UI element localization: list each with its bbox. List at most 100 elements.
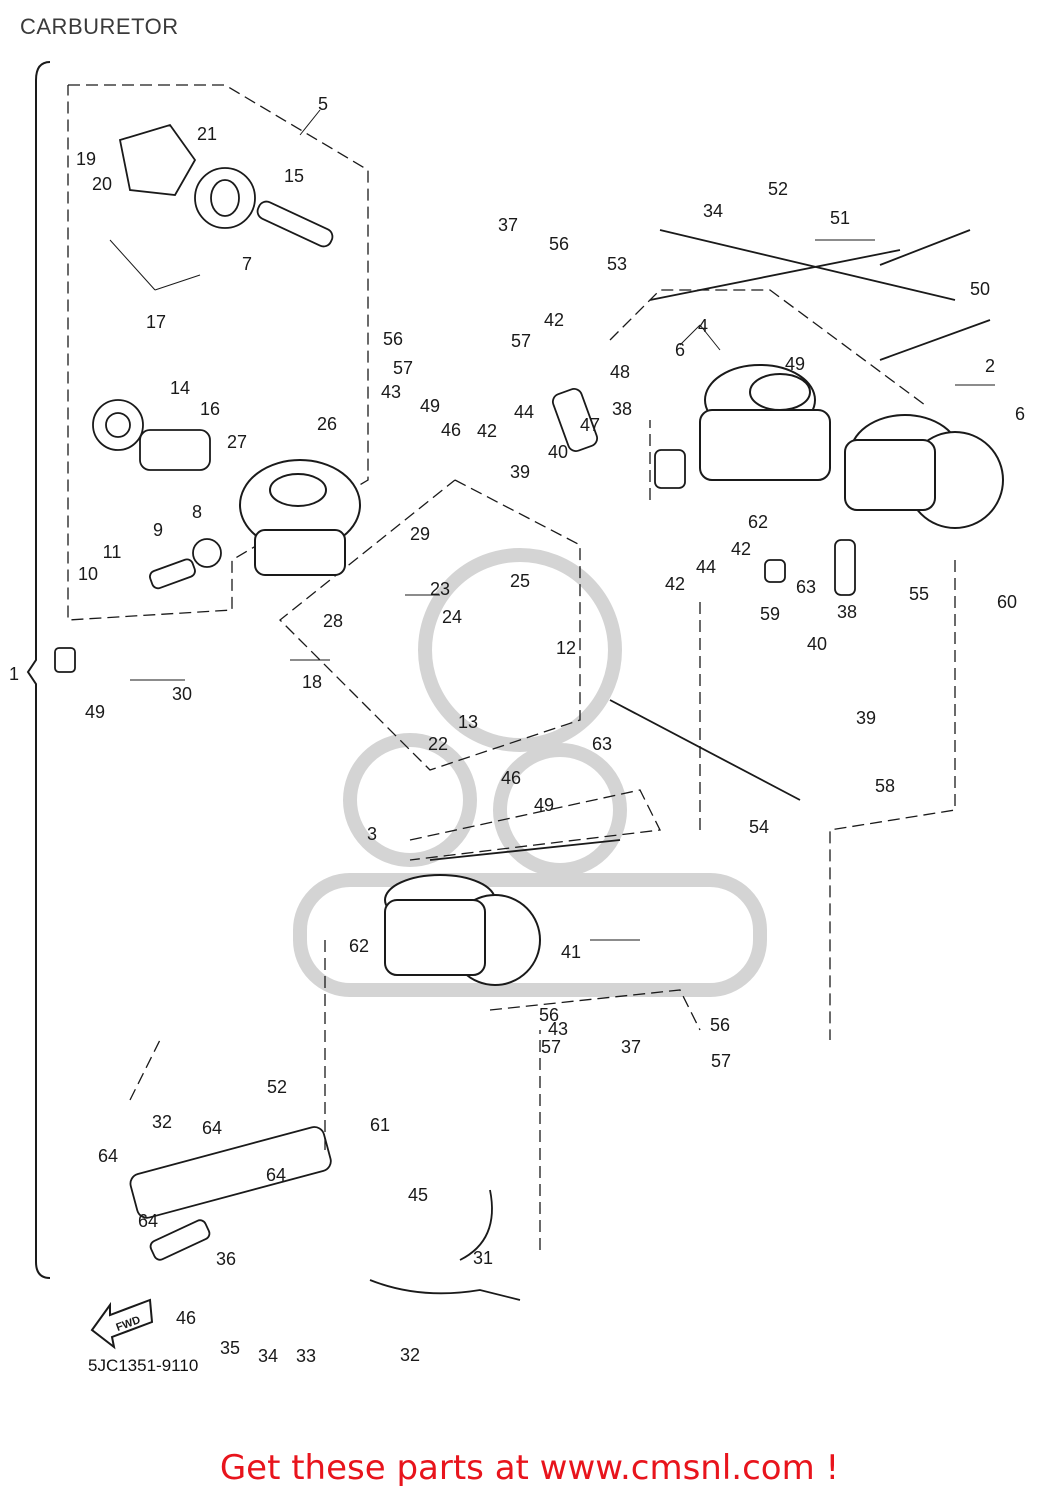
callout-58[interactable]: 58 [875,776,895,796]
callout-29[interactable]: 29 [410,524,430,544]
callout-63[interactable]: 63 [796,577,816,597]
links-and-hoses [129,229,991,1301]
callout-55[interactable]: 55 [909,584,929,604]
callout-5[interactable]: 5 [318,94,328,114]
callout-30[interactable]: 30 [172,684,192,704]
callout-34[interactable]: 34 [258,1346,278,1366]
callout-14[interactable]: 14 [170,378,190,398]
callout-25[interactable]: 25 [510,571,530,591]
callout-50[interactable]: 50 [970,279,990,299]
callout-56[interactable]: 56 [710,1015,730,1035]
callout-4[interactable]: 4 [698,316,708,336]
callout-13[interactable]: 13 [458,712,478,732]
callout-16[interactable]: 16 [200,399,220,419]
callout-49[interactable]: 49 [534,795,554,815]
callout-35[interactable]: 35 [220,1338,240,1358]
callout-7[interactable]: 7 [242,254,252,274]
callout-56[interactable]: 56 [539,1005,559,1025]
callout-10[interactable]: 10 [78,564,98,584]
callout-64[interactable]: 64 [202,1118,222,1138]
watermark-logo [293,548,767,997]
callout-56[interactable]: 56 [549,234,569,254]
callout-42[interactable]: 42 [665,574,685,594]
callout-38[interactable]: 38 [612,399,632,419]
callout-64[interactable]: 64 [98,1146,118,1166]
callout-20[interactable]: 20 [92,174,112,194]
callout-32[interactable]: 32 [400,1345,420,1365]
callout-63[interactable]: 63 [592,734,612,754]
callout-22[interactable]: 22 [428,734,448,754]
exploded-parts-diagram: FWD 123456678910111213141516171819202122… [9,61,1025,1366]
callout-59[interactable]: 59 [760,604,780,624]
callout-57[interactable]: 57 [711,1051,731,1071]
callout-42[interactable]: 42 [544,310,564,330]
callout-39[interactable]: 39 [856,708,876,728]
callout-47[interactable]: 47 [580,415,600,435]
callout-43[interactable]: 43 [548,1019,568,1039]
callout-40[interactable]: 40 [807,634,827,654]
callout-1[interactable]: 1 [9,664,19,684]
callout-44[interactable]: 44 [514,402,534,422]
diaphragm-parts [54,123,334,673]
callout-8[interactable]: 8 [192,502,202,522]
callout-2[interactable]: 2 [985,356,995,376]
callout-43[interactable]: 43 [381,382,401,402]
callout-12[interactable]: 12 [556,638,576,658]
callout-6[interactable]: 6 [675,340,685,360]
callout-46[interactable]: 46 [176,1308,196,1328]
callout-64[interactable]: 64 [138,1211,158,1231]
callout-23[interactable]: 23 [430,579,450,599]
callout-26[interactable]: 26 [317,414,337,434]
callout-49[interactable]: 49 [785,354,805,374]
callout-42[interactable]: 42 [477,421,497,441]
callout-57[interactable]: 57 [393,358,413,378]
callout-33[interactable]: 33 [296,1346,316,1366]
callout-52[interactable]: 52 [768,179,788,199]
callout-45[interactable]: 45 [408,1185,428,1205]
callout-31[interactable]: 31 [473,1248,493,1268]
callout-32[interactable]: 32 [152,1112,172,1132]
callout-42[interactable]: 42 [731,539,751,559]
callout-57[interactable]: 57 [541,1037,561,1057]
callout-36[interactable]: 36 [216,1249,236,1269]
callout-46[interactable]: 46 [441,420,461,440]
callout-56[interactable]: 56 [383,329,403,349]
callout-60[interactable]: 60 [997,592,1017,612]
callout-6[interactable]: 6 [1015,404,1025,424]
callout-53[interactable]: 53 [607,254,627,274]
callout-46[interactable]: 46 [501,768,521,788]
callout-48[interactable]: 48 [610,362,630,382]
callout-17[interactable]: 17 [146,312,166,332]
callout-52[interactable]: 52 [267,1077,287,1097]
callout-34[interactable]: 34 [703,201,723,221]
callout-62[interactable]: 62 [349,936,369,956]
callout-49[interactable]: 49 [420,396,440,416]
footer-link[interactable]: Get these parts at www.cmsnl.com ! [219,1448,840,1488]
leader-lines [109,109,995,941]
callout-44[interactable]: 44 [696,557,716,577]
callout-37[interactable]: 37 [621,1037,641,1057]
callout-38[interactable]: 38 [837,602,857,622]
callout-3[interactable]: 3 [367,824,377,844]
callout-19[interactable]: 19 [76,149,96,169]
callout-21[interactable]: 21 [197,124,217,144]
callout-11[interactable]: 11 [103,542,122,562]
callout-15[interactable]: 15 [284,166,304,186]
callout-18[interactable]: 18 [302,672,322,692]
callout-49[interactable]: 49 [85,702,105,722]
callout-28[interactable]: 28 [323,611,343,631]
callout-61[interactable]: 61 [370,1115,390,1135]
callout-54[interactable]: 54 [749,817,769,837]
callout-40[interactable]: 40 [548,442,568,462]
callout-39[interactable]: 39 [510,462,530,482]
callout-27[interactable]: 27 [227,432,247,452]
callout-64[interactable]: 64 [266,1165,286,1185]
callout-57[interactable]: 57 [511,331,531,351]
callout-9[interactable]: 9 [153,520,163,540]
callout-24[interactable]: 24 [442,607,462,627]
callout-37[interactable]: 37 [498,215,518,235]
boundary-lines [67,84,956,1250]
callout-62[interactable]: 62 [748,512,768,532]
callout-41[interactable]: 41 [561,942,581,962]
callout-51[interactable]: 51 [830,208,850,228]
